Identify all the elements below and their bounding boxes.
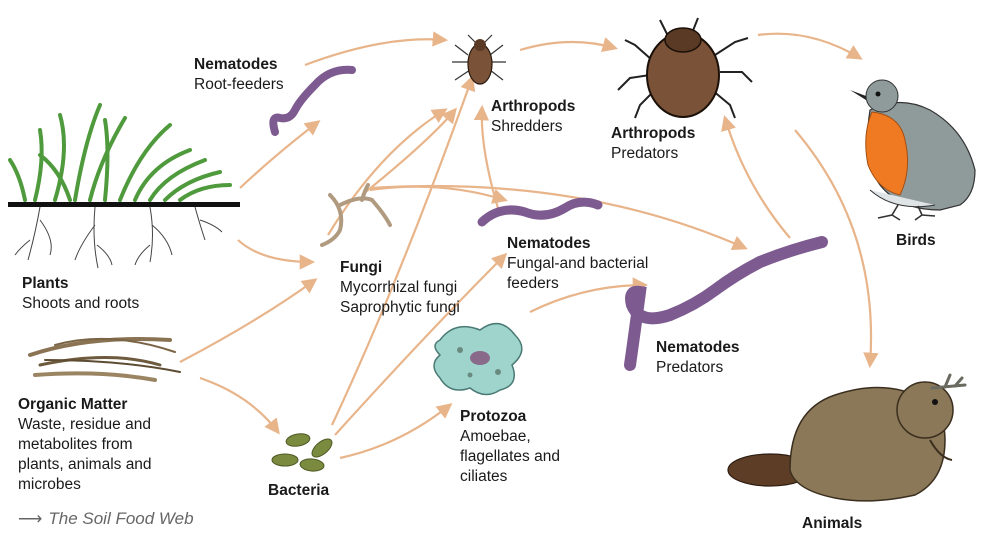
node-title: Organic Matter: [18, 395, 152, 415]
node-desc: feeders: [507, 274, 648, 294]
arrow-om-to-fungi: [180, 280, 315, 362]
node-desc: Shoots and roots: [22, 294, 139, 314]
node-desc: plants, animals and: [18, 455, 152, 475]
label-fungi: Fungi Mycorrhizal fungi Saprophytic fung…: [340, 258, 460, 318]
arrow-plants-to-root-nematodes: [240, 122, 318, 188]
node-title: Birds: [896, 231, 936, 251]
node-title: Bacteria: [268, 481, 329, 501]
node-title: Arthropods: [491, 97, 575, 117]
arrow-root-nematodes-to-shredders: [305, 39, 445, 65]
label-protozoa: Protozoa Amoebae, flagellates and ciliat…: [460, 407, 560, 487]
node-title: Nematodes: [656, 338, 740, 358]
node-desc: ciliates: [460, 467, 560, 487]
label-animals: Animals: [802, 514, 862, 534]
node-desc: metabolites from: [18, 435, 152, 455]
arrow-shredders-to-arthropod-predators: [520, 42, 615, 50]
root-feeder-nematode-illustration: [273, 70, 352, 132]
node-desc: Shredders: [491, 117, 575, 137]
node-title: Protozoa: [460, 407, 560, 427]
node-desc: Saprophytic fungi: [340, 298, 460, 318]
node-title: Nematodes: [194, 55, 284, 75]
arrow-fungi-to-nematodes-fb: [370, 187, 505, 200]
label-organic-matter: Organic Matter Waste, residue and metabo…: [18, 395, 152, 495]
shredder-arthropod-illustration: [452, 35, 506, 84]
node-desc: Mycorrhizal fungi: [340, 278, 460, 298]
node-title: Fungi: [340, 258, 460, 278]
caption-text: The Soil Food Web: [48, 509, 193, 528]
caption-arrow-icon: ⟶: [18, 509, 42, 528]
node-title: Animals: [802, 514, 862, 534]
label-arthropod-predators: Arthropods Predators: [611, 124, 695, 164]
arrow-om-to-bacteria: [200, 378, 278, 432]
bacteria-illustration: [272, 432, 335, 472]
label-arthropod-shredders: Arthropods Shredders: [491, 97, 575, 137]
node-title: Plants: [22, 274, 139, 294]
label-root-feeder-nematodes: Nematodes Root-feeders: [194, 55, 284, 95]
node-desc: Root-feeders: [194, 75, 284, 95]
node-desc: Predators: [656, 358, 740, 378]
node-desc: microbes: [18, 475, 152, 495]
diagram-caption: ⟶ The Soil Food Web: [18, 509, 194, 529]
node-desc: flagellates and: [460, 447, 560, 467]
plants-illustration: [8, 105, 240, 268]
label-bacteria: Bacteria: [268, 481, 329, 501]
arrow-nematodes-predators-to-arthropod-predators: [725, 118, 790, 238]
node-desc: Amoebae,: [460, 427, 560, 447]
node-desc: Waste, residue and: [18, 415, 152, 435]
arrow-plants-to-fungi: [238, 240, 312, 262]
node-desc: Fungal-and bacterial: [507, 254, 648, 274]
fungal-bacterial-nematode-illustration: [482, 202, 598, 222]
organic-matter-illustration: [30, 339, 180, 380]
robin-bird-illustration: [850, 80, 975, 220]
arrow-arthropod-predators-to-birds: [758, 34, 860, 58]
label-predator-nematodes: Nematodes Predators: [656, 338, 740, 378]
beaver-animal-illustration: [728, 375, 965, 501]
node-desc: Predators: [611, 144, 695, 164]
node-title: Arthropods: [611, 124, 695, 144]
arrow-fungi-to-shredders: [362, 110, 455, 195]
label-plants: Plants Shoots and roots: [22, 274, 139, 314]
predator-arthropod-illustration: [618, 18, 752, 118]
label-fungal-bacterial-nematodes: Nematodes Fungal-and bacterial feeders: [507, 234, 648, 294]
protozoa-illustration: [434, 324, 522, 395]
node-title: Nematodes: [507, 234, 648, 254]
label-birds: Birds: [896, 231, 936, 251]
